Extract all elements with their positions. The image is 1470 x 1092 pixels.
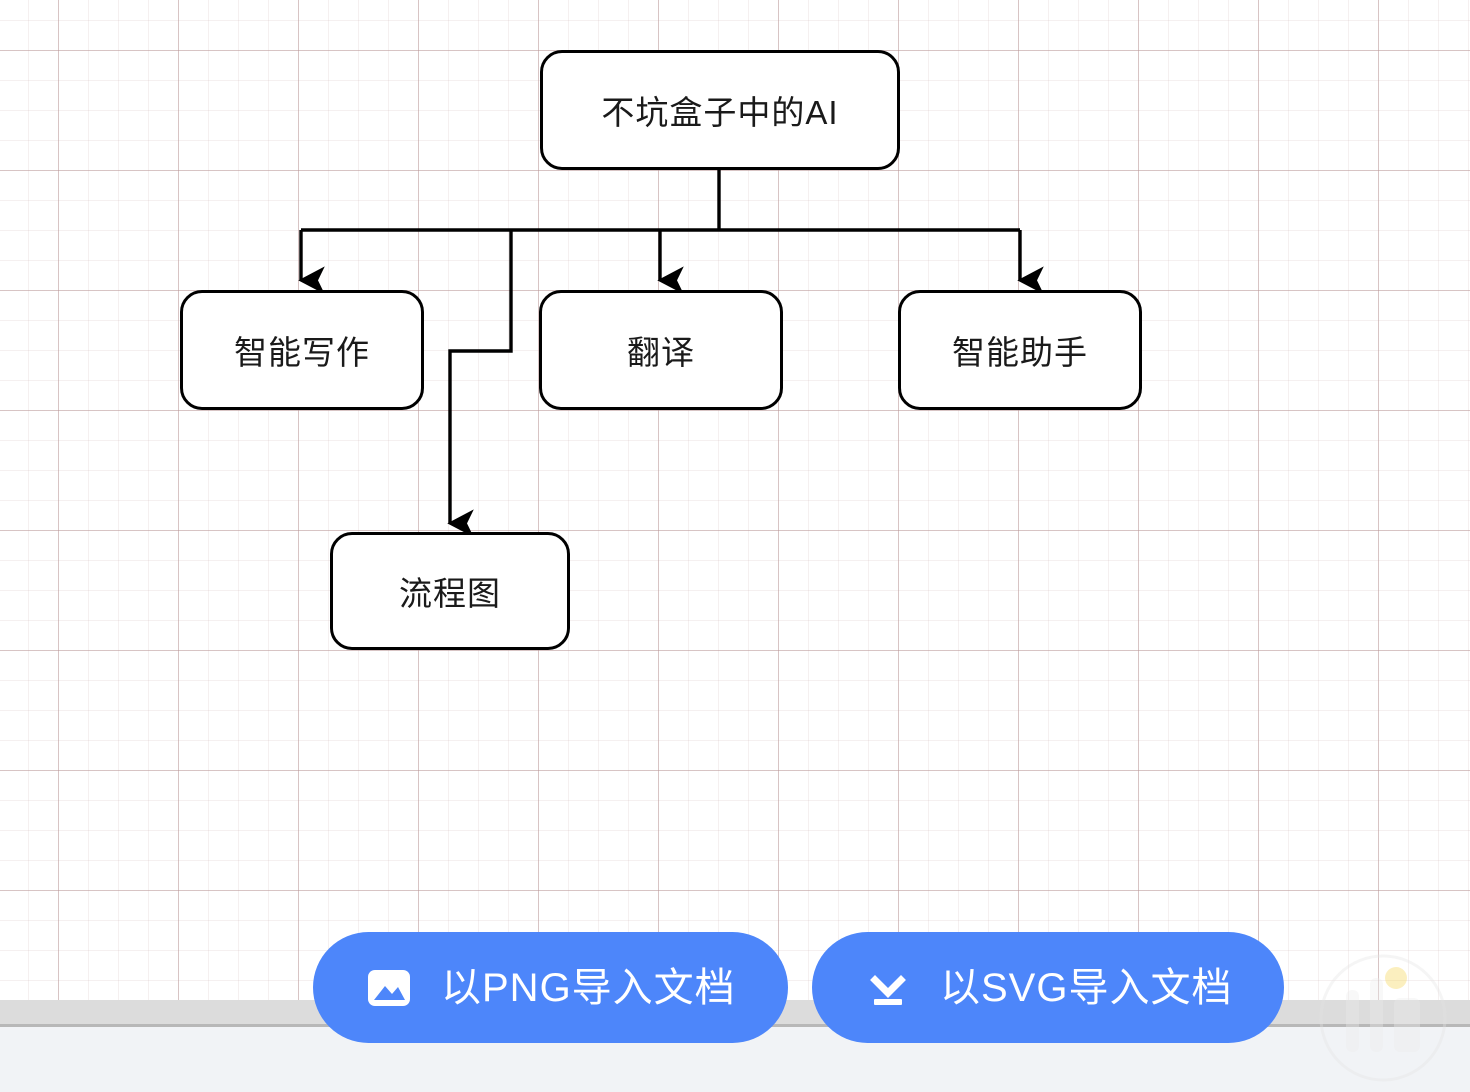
image-icon bbox=[368, 969, 410, 1006]
export-svg-label: 以SVG导入文档 bbox=[940, 965, 1233, 1010]
node-root[interactable]: 不坑盒子中的AI bbox=[540, 50, 900, 170]
edge-root-to-flowchart bbox=[447, 230, 513, 538]
node-root-label: 不坑盒子中的AI bbox=[601, 94, 839, 131]
node-translate[interactable]: 翻译 bbox=[539, 290, 783, 410]
node-flowchart-label: 流程图 bbox=[399, 575, 501, 612]
node-smart-writing[interactable]: 智能写作 bbox=[180, 290, 424, 410]
diagram-canvas[interactable]: 不坑盒子中的AI 智能写作 翻译 智能助手 流程图 bbox=[0, 0, 1470, 1000]
node-translate-label: 翻译 bbox=[627, 334, 695, 371]
export-svg-button[interactable]: 以SVG导入文档 bbox=[812, 932, 1285, 1043]
export-png-label: 以PNG导入文档 bbox=[441, 965, 736, 1010]
node-smart-writing-label: 智能写作 bbox=[234, 334, 370, 371]
connector-layer bbox=[298, 170, 1044, 538]
export-png-button[interactable]: 以PNG导入文档 bbox=[313, 932, 788, 1043]
node-smart-assistant[interactable]: 智能助手 bbox=[898, 290, 1142, 410]
node-flowchart[interactable]: 流程图 bbox=[330, 532, 570, 650]
download-icon bbox=[870, 974, 906, 1005]
node-smart-assistant-label: 智能助手 bbox=[952, 334, 1088, 371]
